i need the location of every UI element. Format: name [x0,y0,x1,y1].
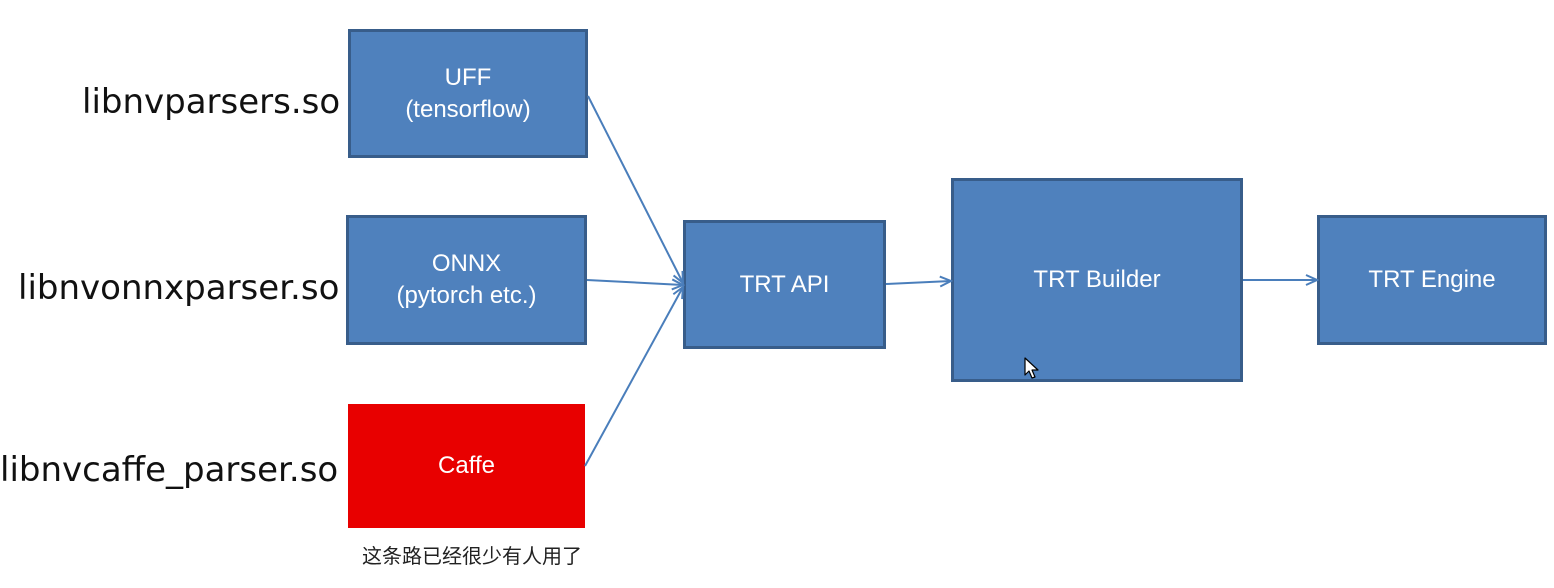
uff-box: UFF (tensorflow) [348,29,588,158]
trt-engine-label: TRT Engine [1368,266,1496,293]
arrow-api-to-builder [885,281,951,284]
caffe-box: Caffe [348,404,585,528]
onnx-box: ONNX (pytorch etc.) [346,215,587,345]
onnx-box-title: ONNX [431,250,502,277]
arrow-onnx-to-api [586,280,683,285]
caffe-deprecation-note: 这条路已经很少有人用了 [362,544,582,568]
arrow-uff-to-api [587,95,683,283]
onnx-box-subtitle: (pytorch etc.) [396,282,537,309]
mouse-cursor-icon [1024,357,1039,379]
caffe-box-title: Caffe [438,452,495,479]
uff-box-title: UFF [444,63,492,91]
lib-label-nvcaffe-parser: libnvcaffe_parser.so [0,450,339,490]
lib-label-nvonnxparser: libnvonnxparser.so [18,268,340,308]
trt-api-box: TRT API [683,220,886,349]
trt-builder-label: TRT Builder [1033,266,1161,293]
trt-engine-box: TRT Engine [1317,215,1547,345]
uff-box-subtitle: (tensorflow) [405,95,531,123]
trt-api-label: TRT API [739,270,830,298]
trt-builder-box: TRT Builder [951,178,1243,382]
arrow-caffe-to-api [584,287,683,467]
lib-label-nvparsers: libnvparsers.so [82,82,341,122]
